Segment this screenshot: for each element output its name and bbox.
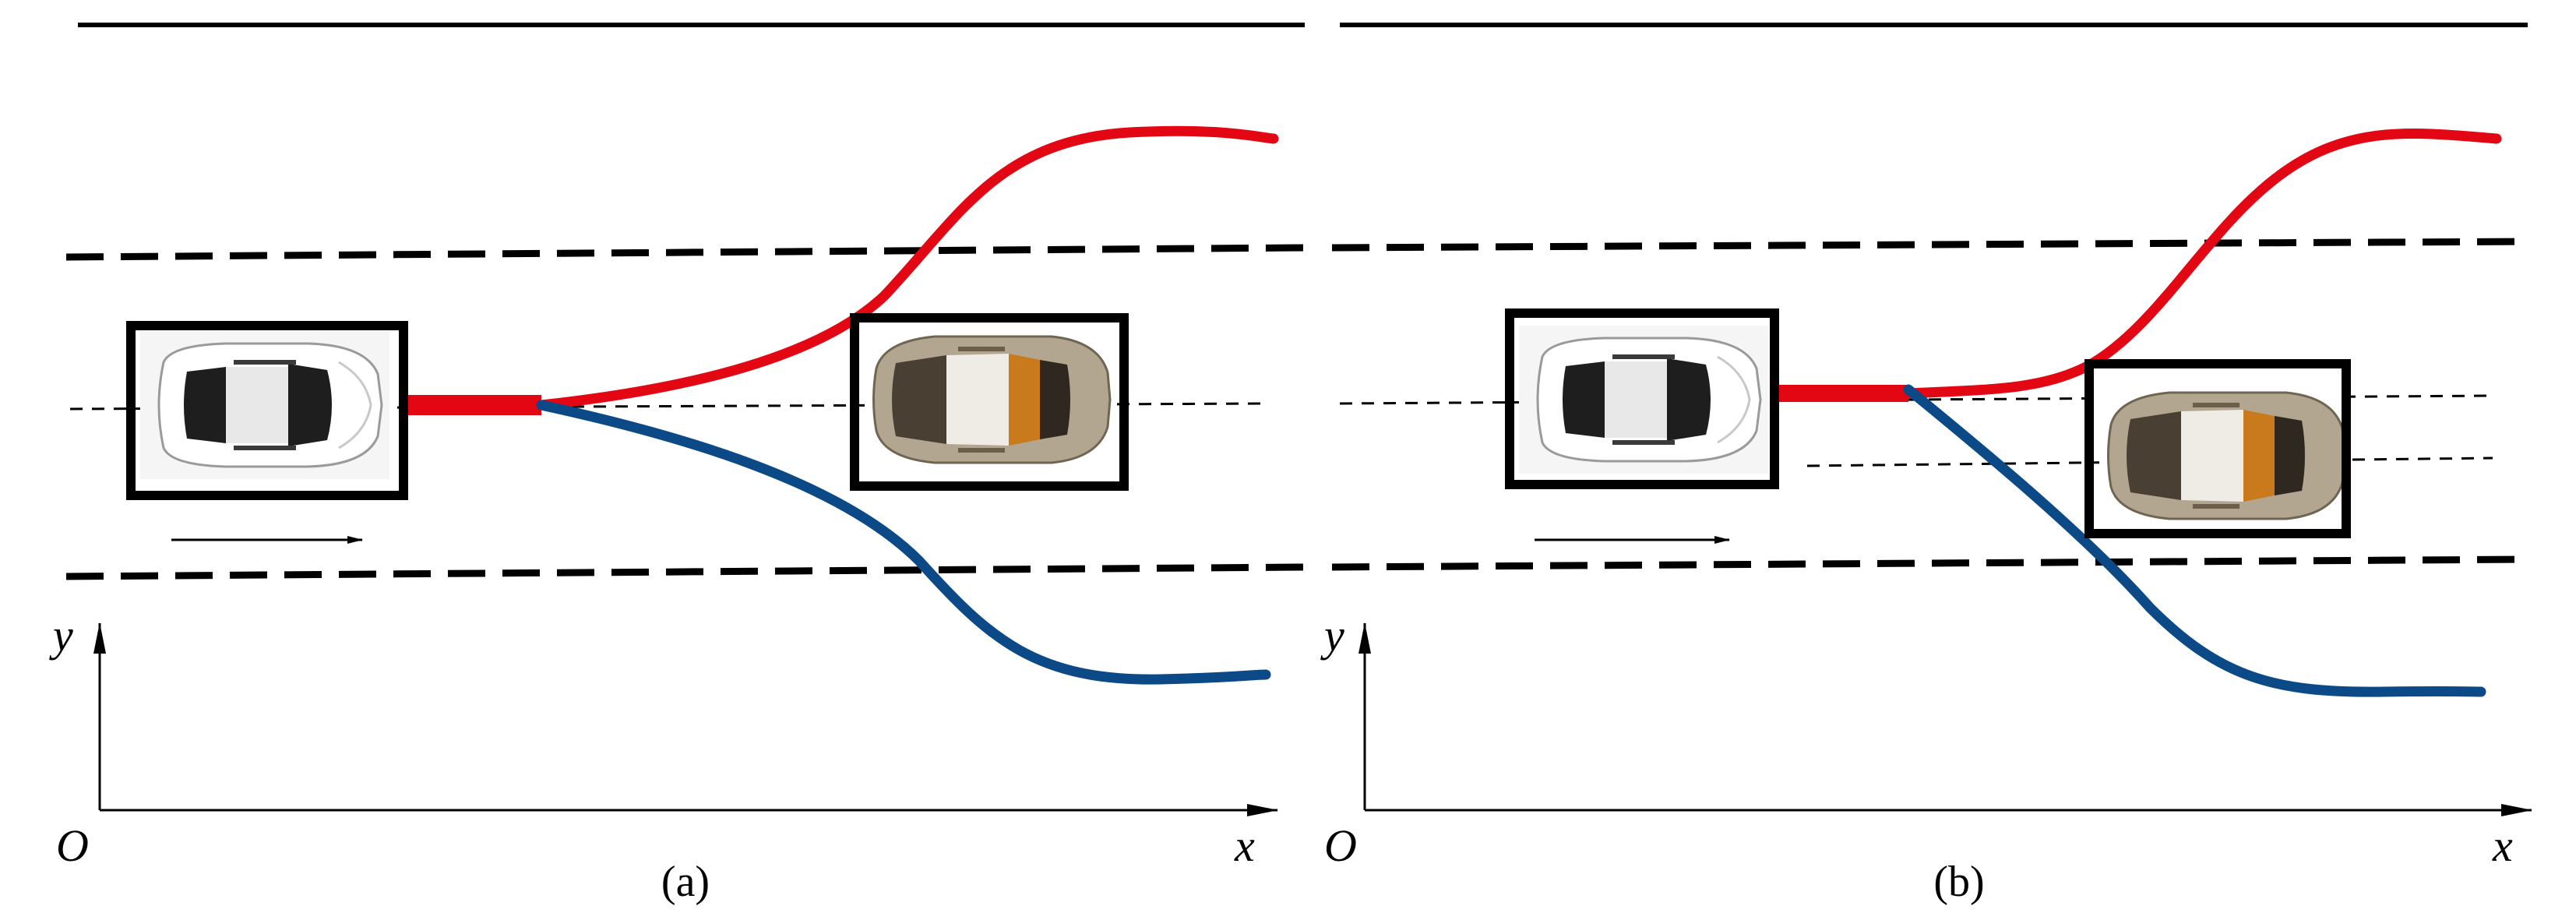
lane-line-lower: [1331, 555, 2528, 571]
obstacle-vehicle-box: [2084, 359, 2351, 538]
white-car-icon: [140, 331, 389, 479]
panel-b: y O x (b): [1320, 23, 2532, 906]
lower-lane-change-path: [536, 400, 1271, 685]
gold-car-icon: [2099, 382, 2349, 530]
lane-line-lower: [65, 563, 1306, 580]
upper-lane-change-path: [1903, 128, 2502, 399]
white-car-icon: [1519, 326, 1768, 474]
panel-caption: (a): [661, 858, 710, 906]
lane-line-upper: [65, 244, 1306, 261]
lane-line-upper: [1331, 238, 2528, 252]
lower-lane-change-path: [1903, 384, 2486, 697]
gold-car-icon: [865, 326, 1114, 474]
offset-centerline: [1806, 456, 2493, 467]
origin-label: O: [56, 820, 89, 871]
obstacle-vehicle-box: [850, 313, 1129, 491]
y-axis-label: y: [1320, 610, 1344, 661]
ego-vehicle-box: [1505, 308, 1779, 489]
x-axis-label: x: [2492, 820, 2513, 871]
ego-vehicle-box: [126, 321, 408, 500]
panel-a: y O x (a): [49, 23, 1306, 906]
upper-lane-change-path: [536, 125, 1279, 411]
y-axis-label: y: [49, 610, 73, 661]
panel-caption: (b): [1933, 858, 1984, 906]
origin-label: O: [1324, 820, 1357, 871]
x-axis-label: x: [1234, 820, 1255, 871]
